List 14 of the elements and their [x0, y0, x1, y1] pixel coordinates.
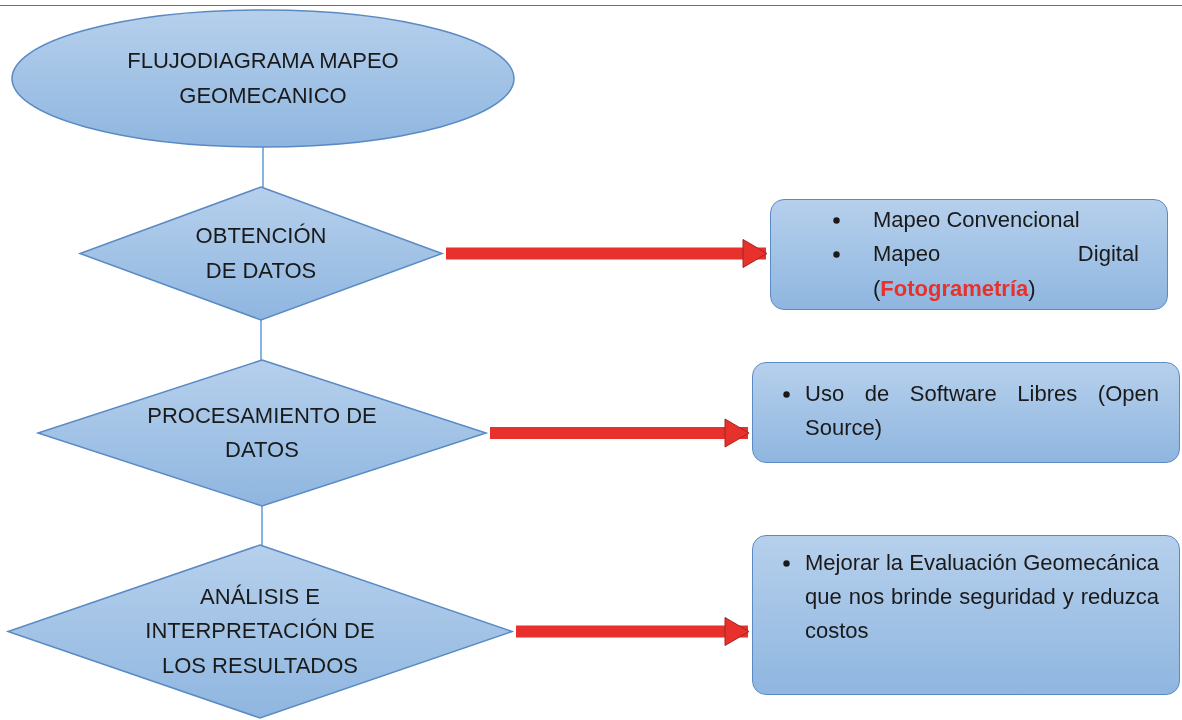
- bullet-item: Uso de Software Libres (Open Source): [805, 380, 1159, 443]
- bullet-item: Mapeo Convencional: [873, 206, 1081, 235]
- step-text: OBTENCIÓN DE DATOS: [194, 222, 328, 285]
- bullet-item: Mapeo Digital (Fotogrametría): [873, 240, 1139, 303]
- connector-line: [261, 505, 263, 546]
- connector-line: [260, 319, 262, 361]
- step-text: PROCESAMIENTO DE DATOS: [146, 401, 378, 464]
- step-text: ANÁLISIS E INTERPRETACIÓN DE LOS RESULTADOS: [144, 583, 376, 680]
- bullet-item: Mejorar la Evaluación Geomecánica que nos brinde seguridad y reduzca costos: [805, 549, 1159, 646]
- connector-line: [262, 146, 264, 188]
- thick-arrow: [490, 418, 750, 448]
- thick-arrow: [516, 617, 750, 646]
- thick-arrow: [446, 239, 768, 268]
- title-text: FLUJODIAGRAMA MAPEO GEOMECANICO: [126, 47, 400, 110]
